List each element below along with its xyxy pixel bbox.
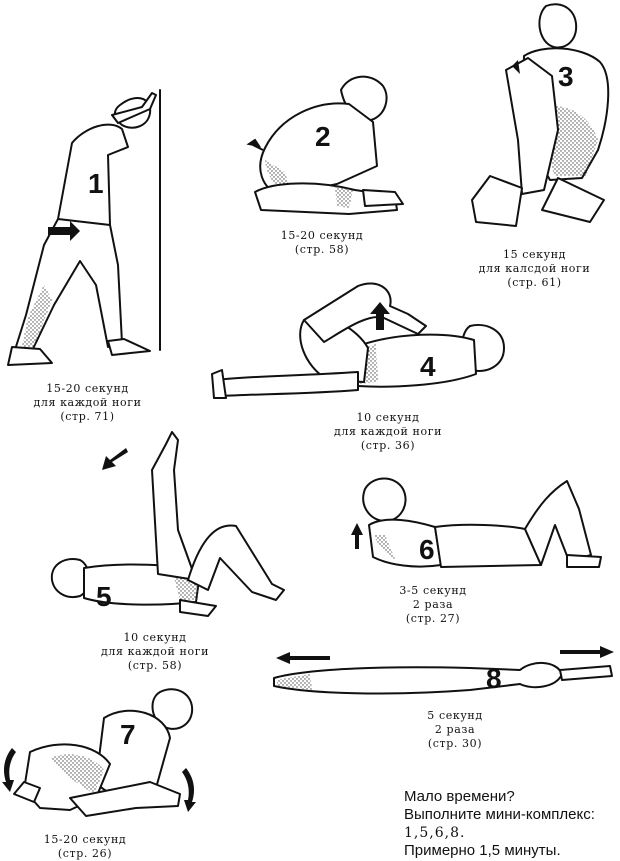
exercise-8-illustration: 8 [270,640,620,710]
exercise-2-caption: 15-20 секунд (стр. 58) [280,229,364,256]
exercise-2-illustration: 2 [245,60,415,220]
exercise-number-4: 4 [420,351,436,382]
exercise-6-illustration: 6 [345,465,605,580]
exercise-1-caption: 15-20 секунд для каждой ноги (стр. 71) [33,382,142,423]
arrow-icon [370,302,390,330]
exercise-5-illustration: 5 [40,430,290,620]
exercise-number-5: 5 [96,581,112,612]
exercise-number-6: 6 [419,534,435,565]
left-arrow-icon [276,652,330,664]
exercise-number-2: 2 [315,121,331,152]
exercise-number-8: 8 [486,663,502,694]
exercise-7-caption: 15-20 секунд (стр. 26) [43,833,127,860]
exercise-number-3: 3 [558,61,574,92]
exercise-1-illustration: 1 [0,85,175,375]
right-arrow-icon [560,646,614,658]
note-instruction: Выполните мини-комплекс: [404,806,595,823]
exercise-3-caption: 15 секунд для калсдой ноги (стр. 61) [478,248,591,289]
exercise-7-illustration: 7 [0,678,220,828]
note-exercise-list: 1,5,6,8. [404,825,466,841]
exercise-number-1: 1 [88,168,104,199]
arrow-icon [351,523,363,549]
left-curved-arrow-icon [2,748,16,792]
exercise-4-caption: 10 секунд для каждой ноги (стр. 36) [333,411,443,452]
arrow-icon [102,448,128,470]
mini-complex-note: Мало времени? Выполните мини-комплекс: 1… [404,788,595,860]
exercise-3-illustration: 3 [462,0,620,230]
note-question: Мало времени? [404,788,515,805]
arrow-icon [246,138,264,151]
exercise-number-7: 7 [120,719,136,750]
arrow-icon [48,221,80,241]
note-duration: Примерно 1,5 минуты. [404,842,561,859]
exercise-4-illustration: 4 [208,270,528,400]
exercise-8-caption: 5 секунд 2 раза (стр. 30) [427,709,483,750]
exercise-5-caption: 10 секунд для каждой ноги (стр. 58) [100,631,210,672]
arrow-icon [512,60,520,74]
exercise-6-caption: 3-5 секунд 2 раза (стр. 27) [399,584,467,625]
right-curved-arrow-icon [182,768,196,812]
